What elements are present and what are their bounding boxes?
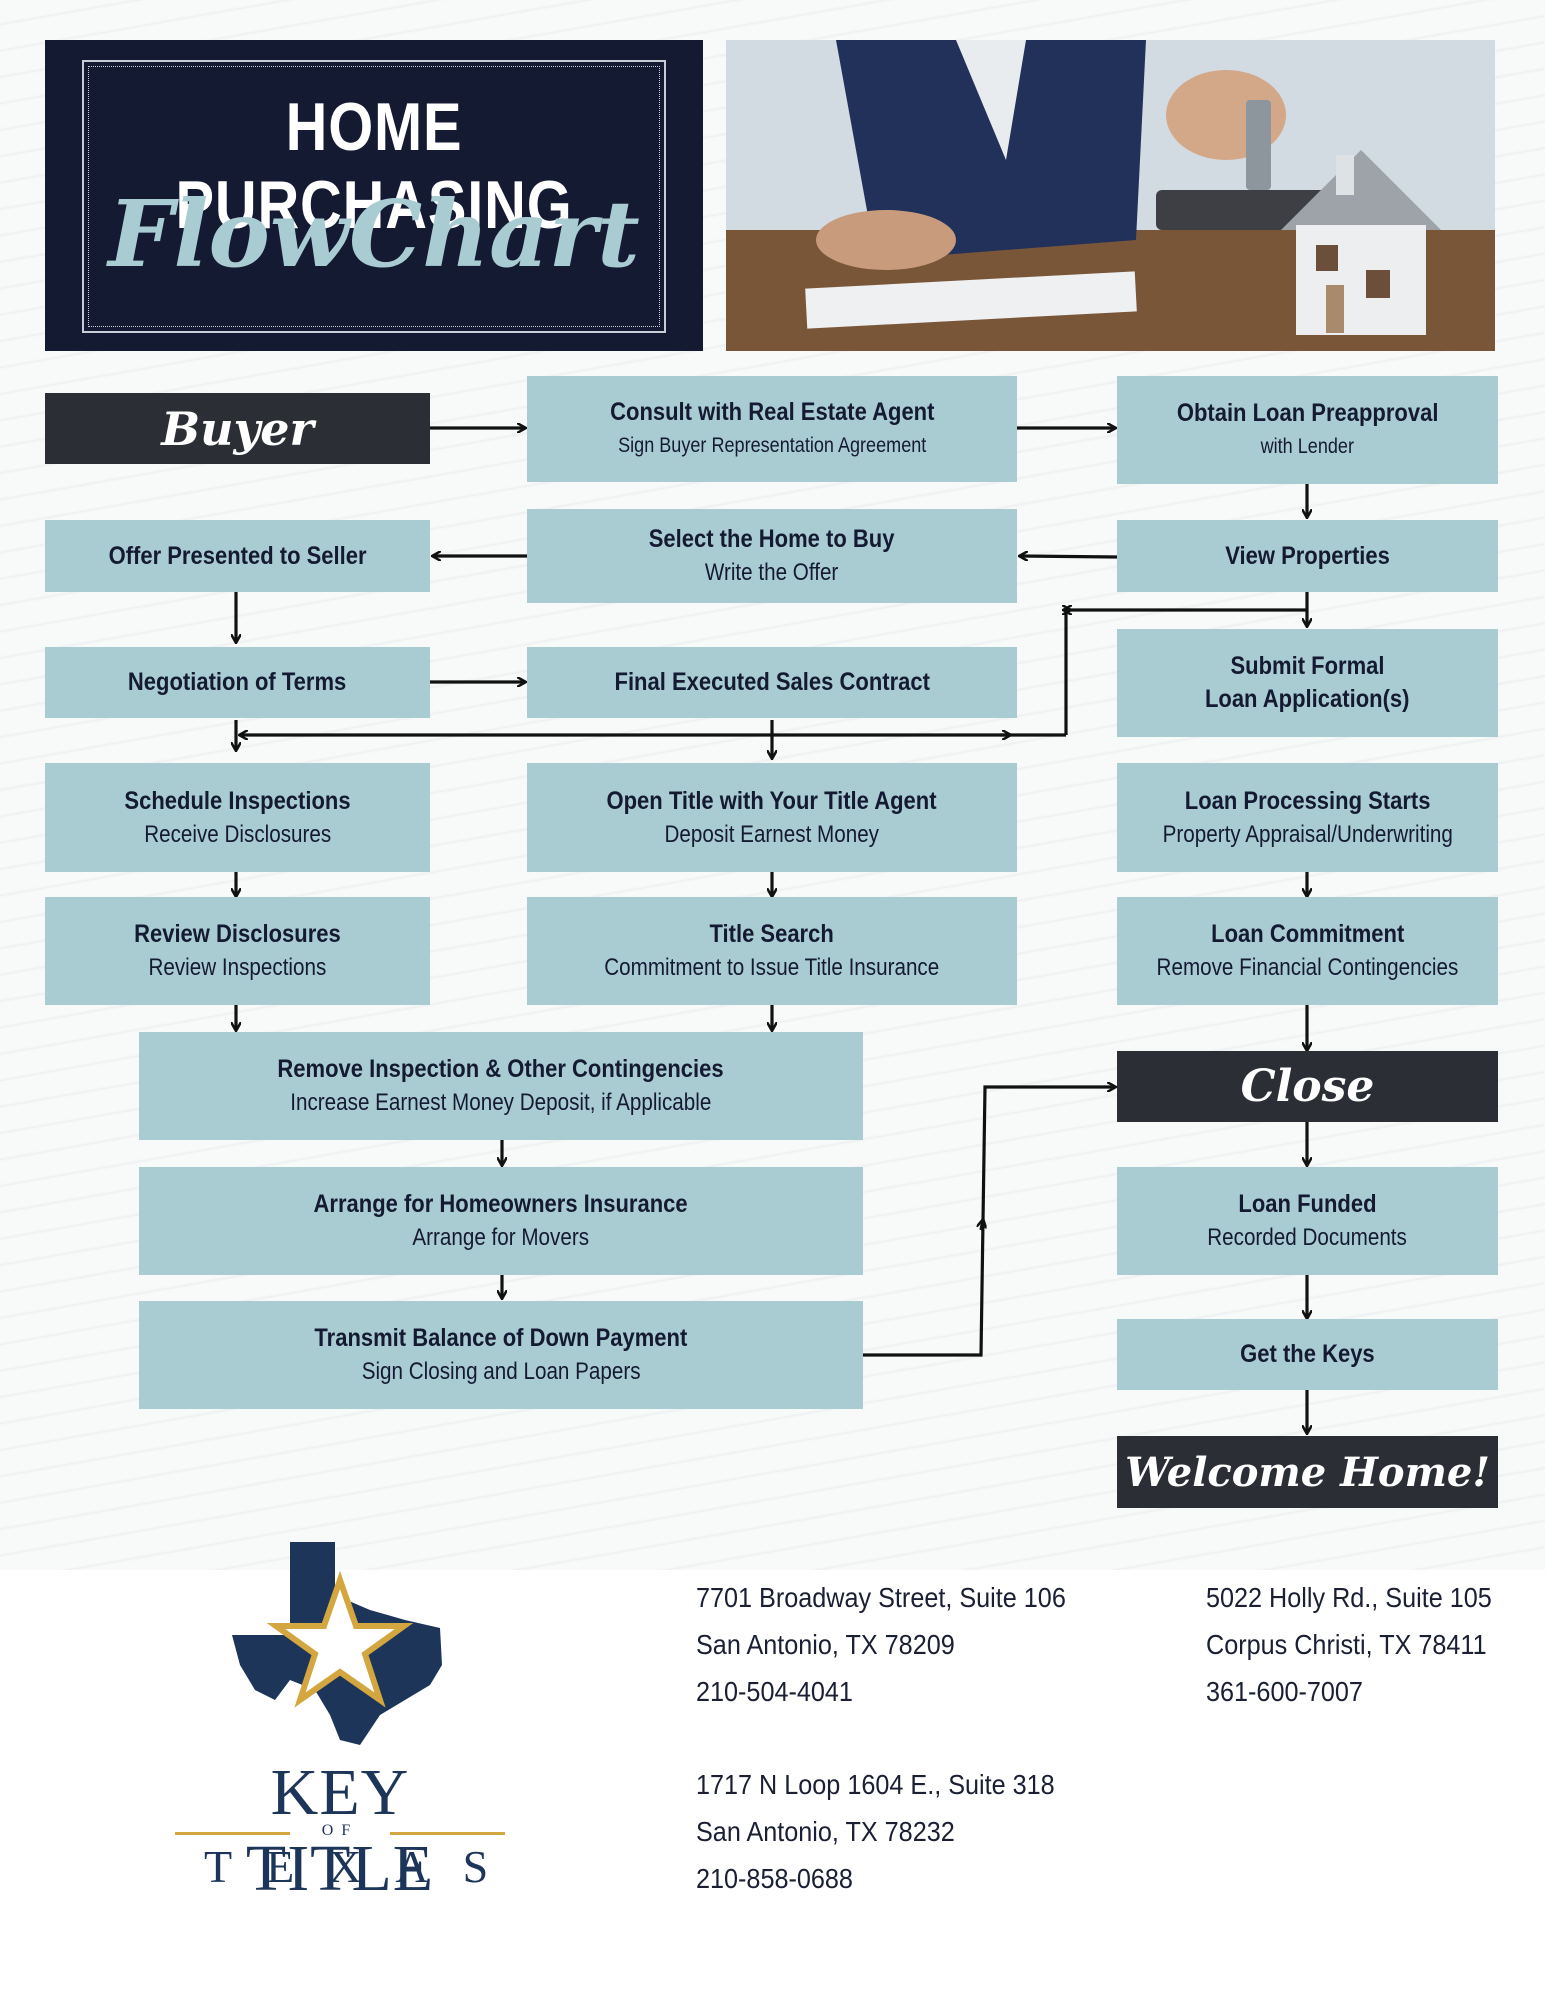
node-loan-commitment: Loan Commitment Remove Financial Conting… (1117, 897, 1498, 1005)
logo-of: OF (170, 1822, 510, 1840)
office-2-city: Corpus Christi, TX 78411 (1206, 1621, 1492, 1668)
node-open-title: Open Title with Your Title Agent Deposit… (527, 763, 1017, 872)
office-2-phone: 361-600-7007 (1206, 1668, 1492, 1715)
office-1-phone: 210-504-4041 (696, 1668, 1066, 1715)
office-3-street: 1717 N Loop 1604 E., Suite 318 (696, 1761, 1055, 1808)
node-final-contract: Final Executed Sales Contract (527, 647, 1017, 718)
node-submit-loan: Submit Formal Loan Application(s) (1117, 629, 1498, 737)
node-insurance: Arrange for Homeowners Insurance Arrange… (139, 1167, 863, 1275)
texas-star-logo (230, 1540, 450, 1750)
welcome-home-label: Welcome Home! (1117, 1436, 1498, 1508)
node-select-home: Select the Home to Buy Write the Offer (527, 509, 1017, 603)
node-loan-processing: Loan Processing Starts Property Appraisa… (1117, 763, 1498, 872)
node-get-keys: Get the Keys (1117, 1319, 1498, 1390)
office-2-street: 5022 Holly Rd., Suite 105 (1206, 1574, 1492, 1621)
office-1-city: San Antonio, TX 78209 (696, 1621, 1066, 1668)
node-consult-agent: Consult with Real Estate Agent Sign Buye… (527, 376, 1017, 482)
office-2: 5022 Holly Rd., Suite 105 Corpus Christi… (1206, 1574, 1492, 1715)
node-transmit-payment: Transmit Balance of Down Payment Sign Cl… (139, 1301, 863, 1409)
office-3: 1717 N Loop 1604 E., Suite 318 San Anton… (696, 1761, 1055, 1902)
node-review-disclosures: Review Disclosures Review Inspections (45, 897, 430, 1005)
office-3-phone: 210-858-0688 (696, 1855, 1055, 1902)
node-loan-preapproval: Obtain Loan Preapproval with Lender (1117, 376, 1498, 484)
node-view-properties: View Properties (1117, 520, 1498, 592)
office-1: 7701 Broadway Street, Suite 106 San Anto… (696, 1574, 1066, 1715)
buyer-start-label: Buyer (45, 393, 430, 464)
node-schedule-inspections: Schedule Inspections Receive Disclosures (45, 763, 430, 872)
office-3-city: San Antonio, TX 78232 (696, 1808, 1055, 1855)
close-label: Close (1117, 1051, 1498, 1122)
node-title-search: Title Search Commitment to Issue Title I… (527, 897, 1017, 1005)
node-offer-presented: Offer Presented to Seller (45, 520, 430, 592)
node-negotiation: Negotiation of Terms (45, 647, 430, 718)
node-remove-contingencies: Remove Inspection & Other Contingencies … (139, 1032, 863, 1140)
office-1-street: 7701 Broadway Street, Suite 106 (696, 1574, 1066, 1621)
logo-texas: TEXAS (170, 1840, 510, 1893)
node-loan-funded: Loan Funded Recorded Documents (1117, 1167, 1498, 1275)
